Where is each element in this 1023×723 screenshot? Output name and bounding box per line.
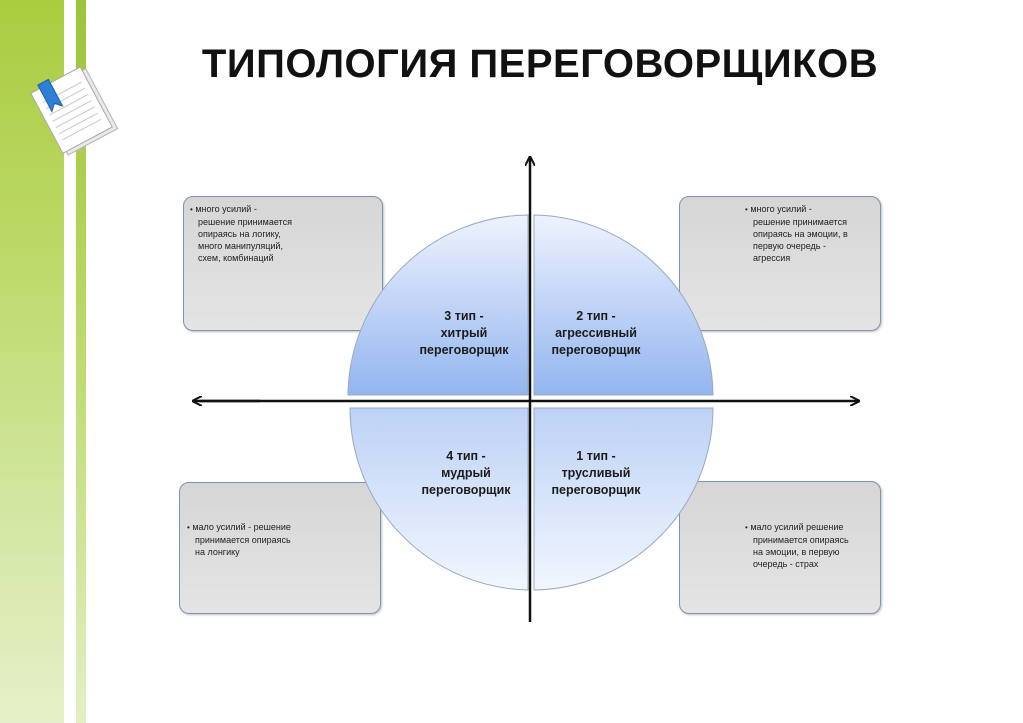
document-with-ribbon-icon [30,66,119,156]
page-title: ТИПОЛОГИЯ ПЕРЕГОВОРЩИКОВ [201,42,879,86]
quadrant-bottom-right-shape [533,407,714,591]
quadrant-bottom-left-shape [349,407,529,591]
box-bottom-left-text: • мало усилий - решение принимается опир… [187,522,291,557]
box-top-right-text: • много усилий - решение принимается опи… [745,204,848,263]
box-top-left-text: • много усилий - решение принимается опи… [190,204,292,263]
box-top-right [679,196,881,331]
box-bottom-left [179,482,381,614]
quadrant-top-right-label: 2 тип - агрессивный переговорщик [551,309,641,357]
box-top-left [183,196,383,331]
box-bottom-right [679,481,881,614]
quadrant-bottom-right-label: 1 тип - трусливый переговорщик [551,449,641,497]
quadrant-top-left-shape [347,214,529,396]
quadrant-top-right-shape [533,214,714,396]
quadrant-bottom-left-label: 4 тип - мудрый переговорщик [421,449,511,497]
quadrant-top-left-label: 3 тип - хитрый переговорщик [419,309,509,357]
left-green-thin-stripe [76,0,86,723]
stripe-gap [64,0,76,723]
box-bottom-right-text: • мало усилий решение принимается опирая… [745,522,849,569]
